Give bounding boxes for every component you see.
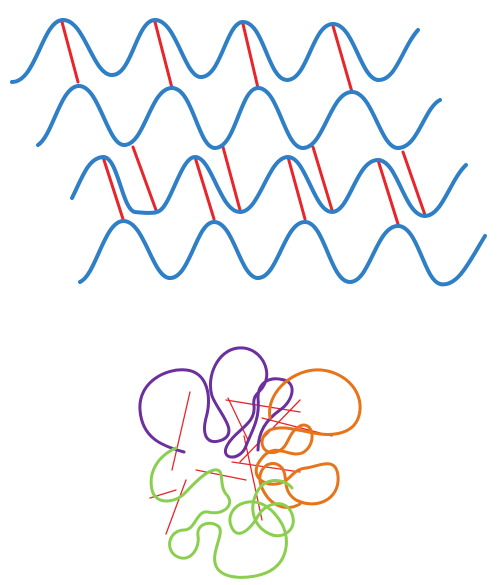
crosslink: [165, 479, 187, 535]
crosslink: [376, 158, 400, 226]
coil-chain-green: [149, 446, 295, 579]
crosslink: [227, 397, 249, 441]
crosslink: [60, 20, 80, 84]
crosslink: [331, 24, 354, 94]
wavy-chain: [10, 18, 420, 84]
crosslink: [286, 155, 307, 221]
crosslink: [171, 391, 191, 471]
crosslink: [153, 20, 174, 90]
crosslink: [401, 150, 427, 217]
crosslink: [131, 145, 158, 212]
crosslink: [193, 155, 216, 221]
crosslink: [243, 435, 263, 521]
wavy-chain: [78, 218, 487, 287]
crosslink: [311, 145, 334, 212]
wavy-chain: [36, 84, 442, 150]
wavy-chain: [70, 155, 468, 218]
crosslink: [241, 22, 260, 90]
aligned-chains-panel: [10, 18, 487, 287]
crosslinks-top: [60, 20, 427, 226]
tangled-coils-panel: [138, 346, 362, 579]
crosslink: [221, 145, 242, 212]
crosslink: [225, 399, 301, 413]
wavy-chains: [10, 18, 487, 287]
crosslink: [101, 155, 125, 221]
coil-chain-purple: [138, 346, 294, 459]
